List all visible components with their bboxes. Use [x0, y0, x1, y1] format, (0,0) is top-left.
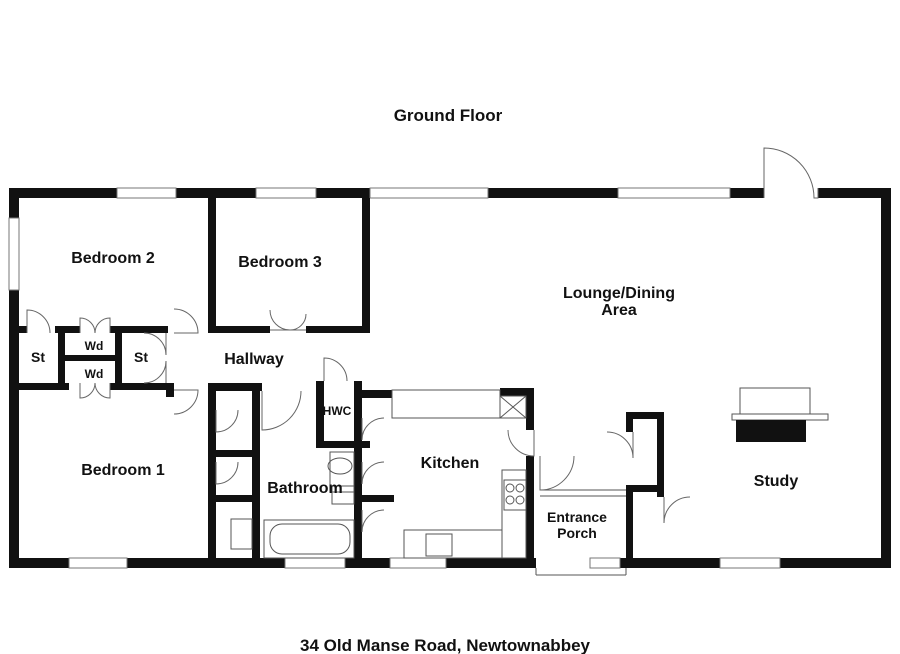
room-labels: Bedroom 2 Bedroom 3 Lounge/Dining Area H…	[31, 250, 798, 541]
room-porch-line1: Entrance	[547, 509, 607, 525]
toilet	[329, 451, 355, 493]
outer-walls	[9, 188, 891, 568]
room-bedroom-2: Bedroom 2	[71, 250, 155, 267]
plan-address: 34 Old Manse Road, Newtownabbey	[300, 636, 591, 654]
bathtub	[263, 519, 355, 559]
inner-walls	[9, 198, 664, 568]
windows	[8, 187, 781, 569]
plan-title: Ground Floor	[394, 106, 503, 125]
room-lounge-line2: Area	[601, 302, 637, 319]
room-bedroom-1: Bedroom 1	[81, 462, 165, 479]
kitchen-sink	[425, 533, 453, 557]
room-kitchen: Kitchen	[421, 455, 480, 472]
room-hwc: HWC	[323, 404, 352, 418]
room-store-left: St	[31, 349, 45, 365]
room-store-right: St	[134, 349, 148, 365]
room-porch-line2: Porch	[557, 525, 597, 541]
room-wardrobe-bottom: Wd	[85, 367, 104, 381]
bedroom-sink	[230, 518, 253, 550]
room-bedroom-3: Bedroom 3	[238, 254, 322, 271]
fixtures	[230, 387, 829, 559]
hob	[503, 479, 527, 511]
fireplace	[736, 420, 806, 442]
room-hallway: Hallway	[224, 351, 284, 368]
fireplace-hearth	[739, 387, 811, 415]
doors	[26, 147, 819, 533]
bathroom-sink	[331, 485, 355, 505]
room-study: Study	[754, 473, 799, 490]
room-wardrobe-top: Wd	[85, 339, 104, 353]
room-lounge-line1: Lounge/Dining	[563, 285, 675, 302]
room-bathroom: Bathroom	[267, 480, 343, 497]
thin-lines	[391, 389, 627, 576]
